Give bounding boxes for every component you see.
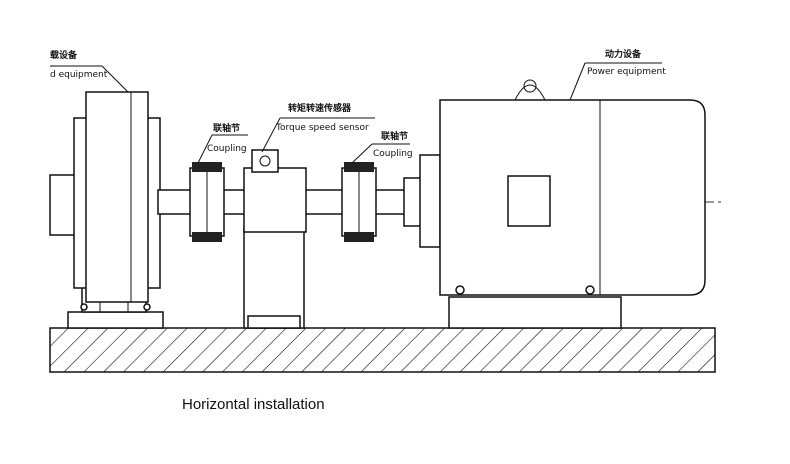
caption: Horizontal installation — [182, 396, 325, 413]
coupling-right-label-en: Coupling — [373, 149, 413, 159]
coupling-right-label-cn: 联轴节 — [381, 130, 408, 142]
ground-base — [49, 327, 716, 373]
load-equipment — [49, 91, 164, 329]
power-equipment — [403, 79, 706, 329]
load-label-cn: 载设备 — [50, 49, 78, 61]
coupling-left — [189, 162, 225, 242]
coupling-right — [341, 162, 377, 242]
load-label-en: d equipment — [50, 70, 108, 80]
torque-speed-sensor — [243, 149, 307, 329]
sensor-label-en: Torque speed sensor — [275, 123, 369, 133]
leader-lines — [50, 62, 662, 164]
power-label-en: Power equipment — [587, 67, 666, 77]
sensor-label-cn: 转矩转速传感器 — [288, 102, 352, 114]
coupling-left-label-cn: 联轴节 — [213, 122, 240, 134]
power-label-cn: 动力设备 — [605, 48, 642, 60]
coupling-left-label-en: Coupling — [207, 144, 247, 154]
